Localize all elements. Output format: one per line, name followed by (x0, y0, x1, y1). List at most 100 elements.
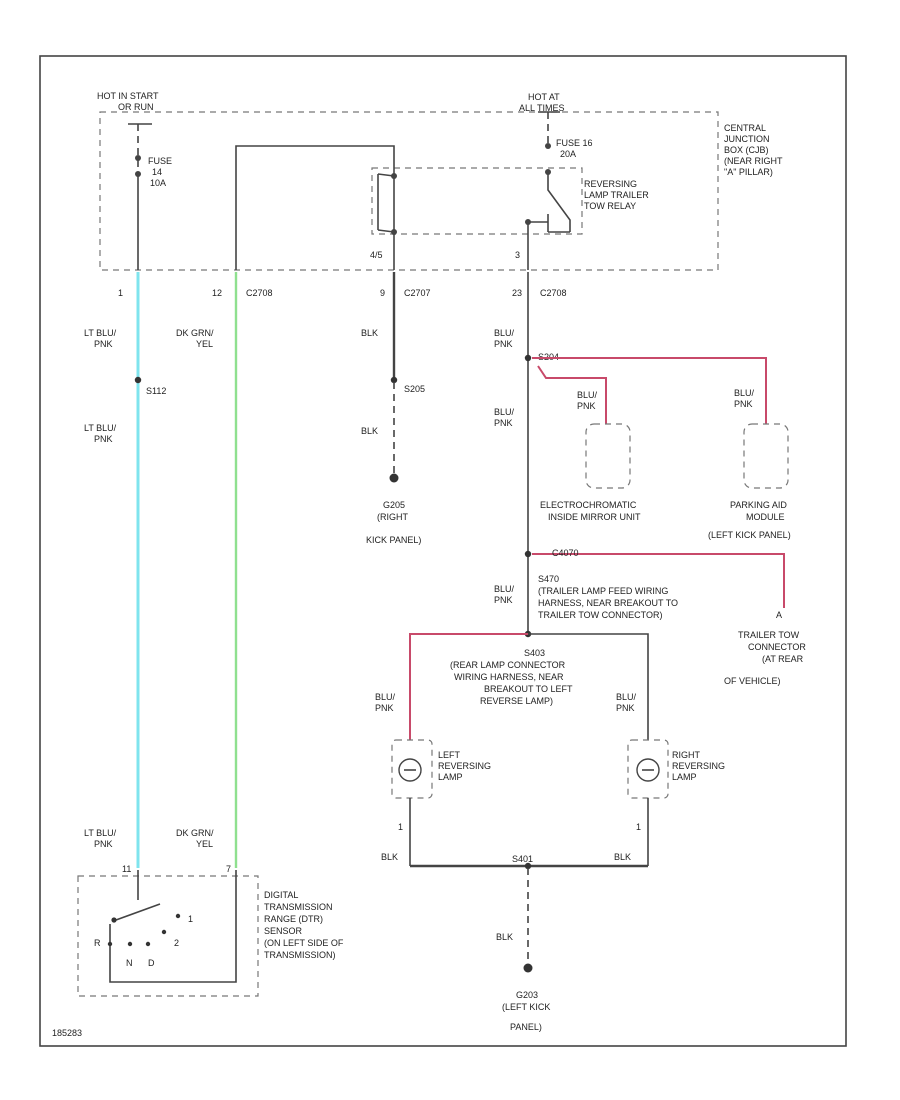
trailer-tow-label-1: TRAILER TOW (738, 630, 800, 640)
splice-s470-loc-1: (TRAILER LAMP FEED WIRING (538, 586, 668, 596)
splice-s401-dot (524, 862, 532, 870)
dtr-pos-n: N (126, 958, 133, 968)
right-lamp-label-1: RIGHT (672, 750, 701, 760)
splice-s470-loc-2: HARNESS, NEAR BREAKOUT TO (538, 598, 678, 608)
lt-blu-label-2a: LT BLU/ (84, 423, 117, 433)
parking-aid-module-box (743, 423, 789, 489)
dk-grn-label-1a: DK GRN/ (176, 328, 214, 338)
splice-s112-label: S112 (146, 386, 166, 396)
blk-label-g203: BLK (496, 932, 513, 942)
dk-grn-label-1b: YEL (196, 339, 213, 349)
reversing-relay-outline (371, 167, 583, 235)
right-lamp-label-3: LAMP (672, 772, 697, 782)
all-times-label: ALL TIMES (519, 103, 565, 113)
fuse16-terminal-bottom (545, 169, 551, 175)
ground-g205-symbol (389, 473, 399, 483)
parking-aid-label-2: MODULE (746, 512, 785, 522)
pin-23: 23 (512, 288, 522, 298)
relay-label-3: TOW RELAY (584, 201, 636, 211)
trailer-tow-label-3: (AT REAR (762, 654, 804, 664)
splice-s205-label: S205 (404, 384, 425, 394)
diagram-frame (39, 55, 847, 1047)
pin-12: 12 (212, 288, 222, 298)
right-reversing-lamp-box (627, 739, 669, 799)
lt-blu-label-1a: LT BLU/ (84, 328, 117, 338)
blu-pnk-label-3b: PNK (494, 595, 513, 605)
splice-s205-dot (390, 376, 398, 384)
connector-c2708-a: C2708 (246, 288, 273, 298)
dtr-pos-1: 1 (188, 914, 193, 924)
diagram-code: 185283 (52, 1028, 82, 1038)
relay-pin-3: 3 (515, 250, 520, 260)
ground-g203-loc-1: (LEFT KICK (502, 1002, 550, 1012)
splice-s403-loc-3: BREAKOUT TO LEFT (484, 684, 573, 694)
dtr-switch-arm (115, 903, 161, 921)
central-junction-box-outline (99, 111, 719, 271)
left-lamp-pin: 1 (398, 822, 403, 832)
dtr-pos-2: 2 (174, 938, 179, 948)
lt-blu-label-1b: PNK (94, 339, 113, 349)
dtr-contact-r (107, 941, 113, 947)
splice-s403-loc-4: REVERSE LAMP) (480, 696, 553, 706)
mirror-label-1: ELECTROCHROMATIC (540, 500, 637, 510)
left-lamp-label-1: LEFT (438, 750, 461, 760)
mirror-label-2: INSIDE MIRROR UNIT (548, 512, 641, 522)
right-lamp-label-2: REVERSING (672, 761, 725, 771)
relay-label-2: LAMP TRAILER (584, 190, 649, 200)
dtr-contact-2 (161, 929, 167, 935)
cjb-label-1: CENTRAL (724, 123, 766, 133)
dtr-pin-a: 11 (122, 864, 131, 874)
fuse16-terminal-top (545, 143, 551, 149)
mirror-feed-wire (537, 365, 607, 424)
dtr-pos-r: R (94, 938, 101, 948)
pin-9: 9 (380, 288, 385, 298)
splice-s470-label: S470 (538, 574, 559, 584)
relay-label-1: REVERSING (584, 179, 637, 189)
dtr-label-6: TRANSMISSION) (264, 950, 336, 960)
tow-pin-label: A (776, 610, 782, 620)
ground-g203-loc-2: PANEL) (510, 1022, 542, 1032)
fuse14-terminal-bottom (135, 171, 141, 177)
cjb-label-2: JUNCTION (724, 134, 770, 144)
fuse14-label: FUSE (148, 156, 172, 166)
ground-g205-loc-2: KICK PANEL) (366, 535, 421, 545)
hot-at-label: HOT AT (528, 92, 560, 102)
dtr-contact-n (127, 941, 133, 947)
dtr-label-4: SENSOR (264, 926, 303, 936)
right-lamp-wire-label-a: BLU/ (616, 692, 637, 702)
mirror-wire-label-b: PNK (577, 401, 596, 411)
left-lamp-label-2: REVERSING (438, 761, 491, 771)
dtr-pin-b: 7 (226, 864, 231, 874)
lt-blu-label-3b: PNK (94, 839, 113, 849)
blk-label-1: BLK (361, 328, 378, 338)
dk-grn-label-2a: DK GRN/ (176, 828, 214, 838)
left-lamp-wire-label-a: BLU/ (375, 692, 396, 702)
inside-mirror-unit-box (585, 423, 631, 489)
parking-aid-feed-wire (532, 357, 767, 424)
dk-grn-label-2b: YEL (196, 839, 213, 849)
blk-label-right-lamp: BLK (614, 852, 631, 862)
splice-s401-label: S401 (512, 854, 533, 864)
dtr-label-3: RANGE (DTR) (264, 914, 323, 924)
or-run-label: OR RUN (118, 102, 154, 112)
blk-label-2: BLK (361, 426, 378, 436)
dtr-contact-1 (175, 913, 181, 919)
cjb-label-3: BOX (CJB) (724, 145, 769, 155)
blu-pnk-label-2a: BLU/ (494, 407, 515, 417)
cjb-label-4: (NEAR RIGHT (724, 156, 783, 166)
blu-pnk-label-3a: BLU/ (494, 584, 515, 594)
connector-c2707: C2707 (404, 288, 431, 298)
fuse16-rating: 20A (560, 149, 576, 159)
splice-s470-dot (524, 550, 532, 558)
left-lamp-feed-wire (409, 633, 528, 740)
dtr-label-1: DIGITAL (264, 890, 298, 900)
right-lamp-wire-label-b: PNK (616, 703, 635, 713)
dtr-contact-d (145, 941, 151, 947)
splice-s112-dot (134, 376, 142, 384)
parking-aid-label-1: PARKING AID (730, 500, 787, 510)
blk-label-left-lamp: BLK (381, 852, 398, 862)
relay-switch-contact (547, 174, 571, 232)
right-lamp-feed-wire (528, 633, 649, 740)
splice-s403-loc-2: WIRING HARNESS, NEAR (454, 672, 564, 682)
fuse14-terminal-top (135, 155, 141, 161)
